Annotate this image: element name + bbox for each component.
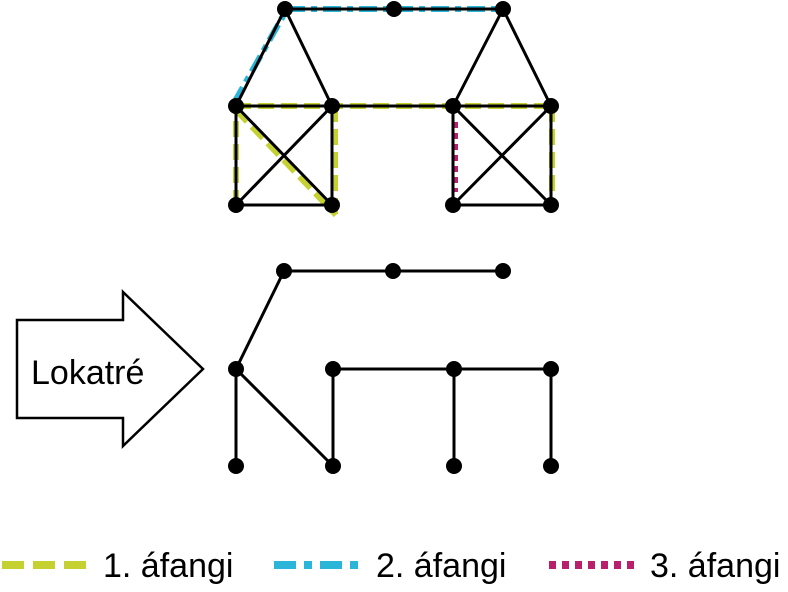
node [495,263,511,279]
edge [234,7,287,108]
edge [234,104,334,207]
legend-item-phase3: 3. áfangi [549,547,780,585]
edge [451,7,505,108]
node [228,197,244,213]
arrow: Lokatré [15,289,205,449]
node [228,361,244,377]
node [324,98,340,114]
node [446,361,462,377]
node [386,1,402,17]
phase-paths [231,6,555,218]
tree-nodes [228,263,559,474]
node [324,197,340,213]
edge [451,104,553,207]
tree-edges [234,269,553,468]
legend-item-phase1: 1. áfangi [2,547,233,585]
node [445,98,461,114]
arrow-shape [15,289,205,449]
node [228,458,244,474]
node [325,361,341,377]
edge [234,367,335,468]
node [543,197,559,213]
node [543,458,559,474]
edge [283,7,334,108]
node [276,263,292,279]
node [277,1,293,17]
legend-label-phase2: 2. áfangi [376,547,506,585]
node [543,361,559,377]
top-graph-edges [234,7,553,207]
legend: 1. áfangi 2. áfangi 3. áfangi [2,547,780,585]
node [543,98,559,114]
node [445,197,461,213]
edge [234,269,286,371]
node [495,1,511,17]
node [325,458,341,474]
legend-item-phase2: 2. áfangi [274,547,506,585]
node [385,263,401,279]
node [446,458,462,474]
node [228,98,244,114]
legend-label-phase3: 3. áfangi [650,547,780,585]
top-graph-nodes [228,1,559,213]
legend-label-phase1: 1. áfangi [103,547,233,585]
edge [501,7,553,108]
arrow-label: Lokatré [31,354,144,392]
